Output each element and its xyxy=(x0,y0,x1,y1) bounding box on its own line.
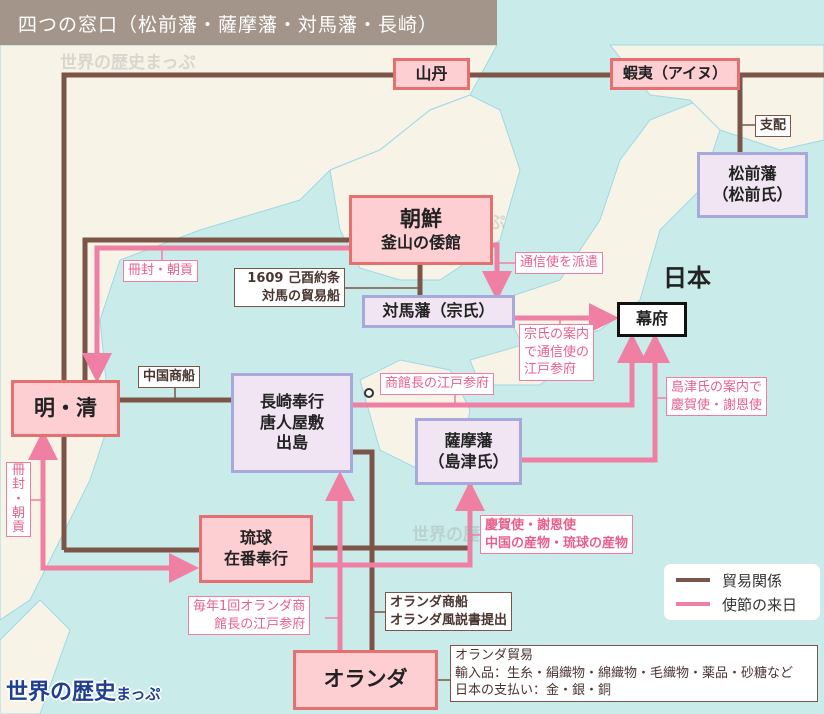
taiwan-land xyxy=(0,599,71,714)
site-logo: 世界の歴史まっぷ xyxy=(6,680,161,705)
label-sakuho-top: 冊封・朝貢 xyxy=(123,260,199,282)
legend-envoy: 使節の来日 xyxy=(676,592,820,616)
node-matsumae: 松前藩（松前氏） xyxy=(697,152,808,218)
node-nagasaki: 長崎奉行唐人屋敷出島 xyxy=(231,373,353,473)
legend-envoy-swatch xyxy=(676,602,710,606)
label-oranda-boeki: オランダ貿易輸入品：生糸・絹織物・綿織物・毛織物・薬品・砂糖など日本の支払い：金… xyxy=(450,645,818,702)
node-tsushima: 対馬藩（宗氏） xyxy=(362,295,515,328)
envoy-satsuma-bakufu xyxy=(522,333,670,463)
label-kiyu-yakujo: 1609 己酉約条対馬の貿易船 xyxy=(234,268,345,308)
envoy-nagasaki-bakufu xyxy=(353,333,647,408)
label-soshi-annai: 宗氏の案内で通信使の江戸参府 xyxy=(519,324,595,381)
node-satsuma: 薩摩藩（島津氏） xyxy=(415,418,522,485)
label-nihon: 日本 xyxy=(663,264,711,292)
node-santan: 山丹 xyxy=(393,58,470,90)
node-ezo: 蝦夷（アイヌ） xyxy=(610,58,740,90)
trade-line-minshin-chosen xyxy=(82,237,349,380)
label-keigashi: 慶賀使・謝恩使中国の産物・琉球の産物 xyxy=(480,515,634,555)
label-tsushinshi: 通信使を派遣 xyxy=(515,252,604,274)
envoy-chosen-tsushima xyxy=(482,242,512,301)
envoy-minshin-ryukyu xyxy=(40,452,199,583)
envoy-chosen-minshin xyxy=(82,245,349,383)
legend: 貿易関係 使節の来日 xyxy=(664,564,820,620)
label-shokancho: 商館長の江戸参府 xyxy=(380,373,495,395)
japan-honshu xyxy=(499,99,721,341)
node-ryukyu: 琉球在番奉行 xyxy=(199,515,313,583)
legend-trade: 貿易関係 xyxy=(676,568,820,592)
legend-trade-swatch xyxy=(676,578,710,582)
node-minshin: 明・清 xyxy=(11,380,120,437)
label-oranda-shosen: オランダ商船オランダ風説書提出 xyxy=(385,592,513,632)
trade-line-nagasaki-oranda xyxy=(353,449,375,650)
watermark: 世界の歴史まっぷ xyxy=(60,53,196,73)
page-title: 四つの窓口（松前藩・薩摩藩・対馬藩・長崎） xyxy=(0,0,497,45)
label-maitoshi: 毎年1回オランダ商館長の江戸参府 xyxy=(188,596,311,636)
label-chugoku-shosen: 中国商船 xyxy=(138,366,201,388)
nagasaki-marker xyxy=(364,388,374,398)
label-shihai: 支配 xyxy=(755,115,792,137)
node-oranda: オランダ xyxy=(293,650,438,710)
node-bakufu: 幕府 xyxy=(617,302,687,337)
envoy-ryukyu-satsuma xyxy=(313,481,485,568)
label-shimazu-annai: 島津氏の案内で慶賀使・謝恩使 xyxy=(666,377,768,417)
node-chosen: 朝鮮釜山の倭館 xyxy=(349,195,493,265)
label-sakuho-left: 冊封・朝貢 xyxy=(6,462,31,538)
